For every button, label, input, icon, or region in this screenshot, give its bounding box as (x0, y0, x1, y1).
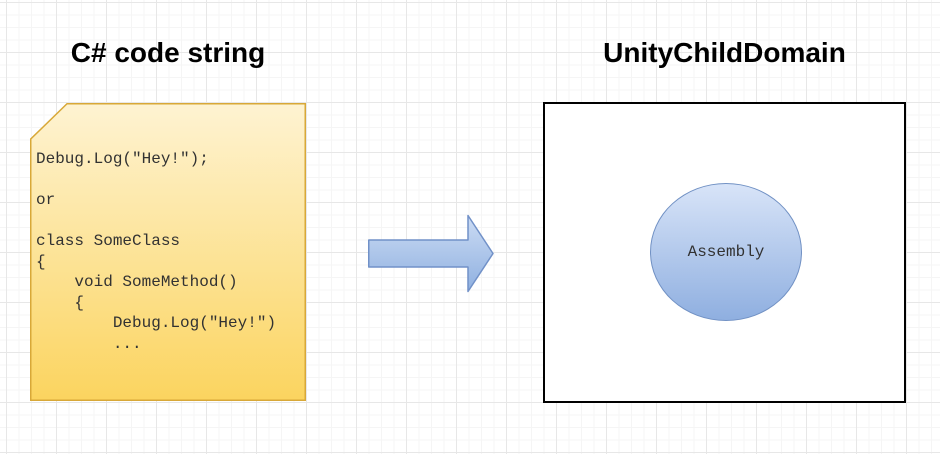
code-line: ... (36, 334, 142, 353)
note-shape-graphic (30, 103, 306, 401)
code-line: or (36, 191, 56, 209)
right-arrow-icon (368, 214, 494, 293)
right-title: UnityChildDomain (603, 37, 846, 68)
code-line: Debug.Log("Hey!"); (36, 150, 209, 168)
code-line (36, 170, 276, 191)
code-line: Debug.Log("Hey!") (36, 314, 277, 332)
assembly-ellipse: Assembly (650, 183, 802, 321)
code-line: { (36, 252, 46, 271)
code-text: Debug.Log("Hey!"); or class SomeClass { … (36, 149, 276, 354)
code-line: { (36, 293, 85, 312)
code-note-shape: Debug.Log("Hey!"); or class SomeClass { … (30, 103, 306, 401)
code-line: void SomeMethod() (36, 273, 238, 291)
code-line: class SomeClass (36, 232, 181, 250)
left-title: C# code string (70, 37, 266, 68)
code-line (36, 211, 276, 232)
assembly-label: Assembly (687, 243, 765, 261)
